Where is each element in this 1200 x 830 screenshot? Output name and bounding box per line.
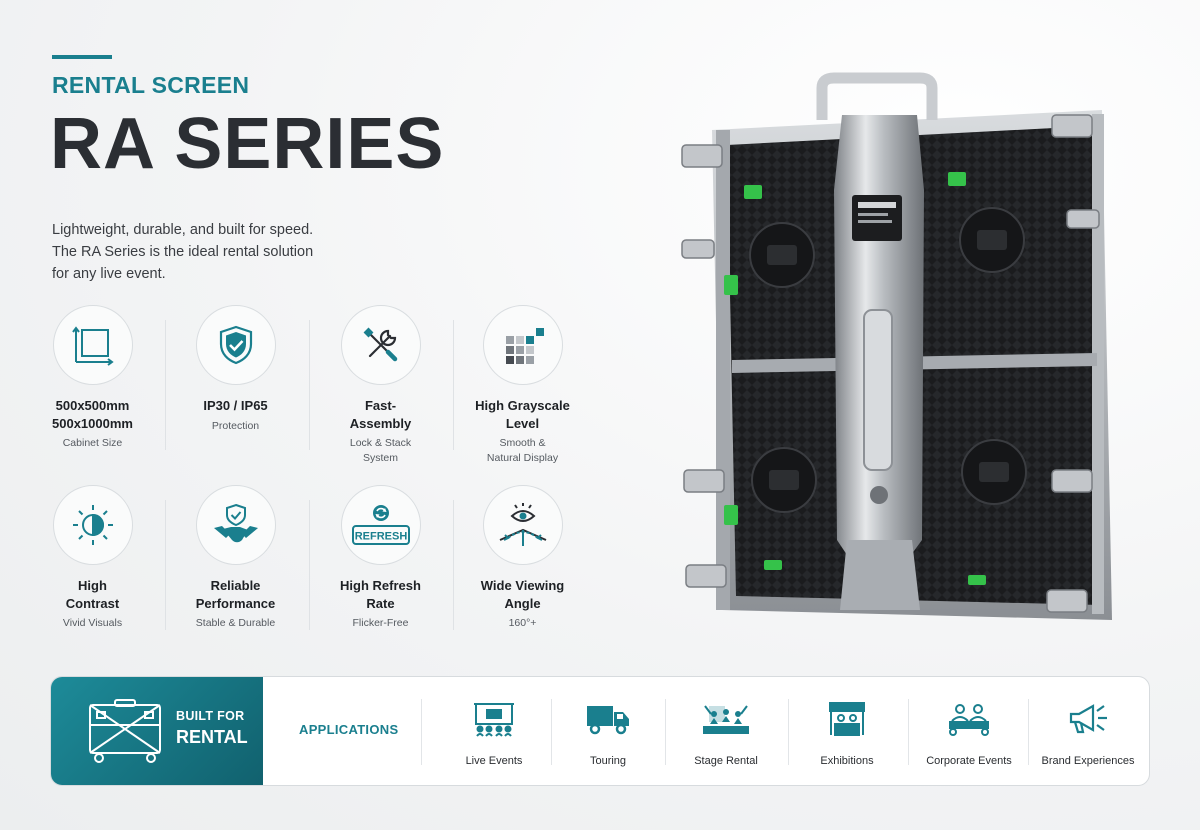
divider xyxy=(309,500,310,630)
divider xyxy=(551,699,552,765)
app-label: Touring xyxy=(589,755,627,767)
meeting-icon xyxy=(913,699,1025,739)
divider xyxy=(165,320,166,450)
page-title: RA SERIES xyxy=(50,104,445,184)
intro-line: for any live event. xyxy=(52,266,166,282)
flight-case-icon xyxy=(89,699,161,763)
app-stage-rental: Stage Rental xyxy=(671,699,781,767)
applications-bar: BUILT FOR RENTAL APPLICATIONS Live Event… xyxy=(50,676,1150,786)
feature-subtitle: Smooth & xyxy=(499,437,546,449)
cabinet-size-icon xyxy=(52,305,133,385)
feature-title: Assembly xyxy=(349,415,412,431)
shield-check-icon xyxy=(195,305,276,385)
viewing-angle-icon xyxy=(482,485,563,565)
tools-icon xyxy=(340,305,421,385)
divider xyxy=(1028,699,1029,765)
feature-title: Level xyxy=(505,415,540,431)
app-label: Corporate Events xyxy=(926,755,1012,767)
divider xyxy=(665,699,666,765)
eyebrow-title: RENTAL SCREEN xyxy=(52,72,250,98)
feature-title: High Grayscale xyxy=(475,398,570,413)
accent-line xyxy=(52,55,112,59)
applications-label: APPLICATIONS xyxy=(299,722,399,737)
stage-icon xyxy=(671,699,781,739)
app-label: Exhibitions xyxy=(820,755,874,767)
app-label: Stage Rental xyxy=(694,755,758,767)
feature-title: IP30 / IP65 xyxy=(203,398,268,413)
refresh-icon: REFRESH xyxy=(340,485,421,565)
feature-subtitle: Flicker-Free xyxy=(352,617,409,629)
rental-label: RENTAL xyxy=(176,727,248,747)
feature-title: High xyxy=(78,578,107,593)
feature-title: 500x500mm xyxy=(55,398,130,413)
feature-title: Wide Viewing xyxy=(480,578,565,593)
built-for-rental-panel: BUILT FOR RENTAL xyxy=(51,677,263,785)
refresh-badge-text: REFRESH xyxy=(354,531,407,543)
intro-text: Lightweight, durable, and built for spee… xyxy=(52,219,352,285)
feature-title: Rate xyxy=(366,595,395,611)
app-corporate-events: Corporate Events xyxy=(913,699,1025,767)
feature-title: Fast- xyxy=(364,398,397,413)
feature-subtitle: Protection xyxy=(211,419,260,432)
feature-subtitle: Natural Display xyxy=(486,452,559,464)
feature-title: Performance xyxy=(195,595,276,611)
divider xyxy=(453,500,454,630)
intro-line: The RA Series is the ideal rental soluti… xyxy=(52,244,314,260)
divider xyxy=(453,320,454,450)
feature-cabinet-size: 500x500mm 500x1000mm Cabinet Size xyxy=(20,305,165,451)
divider xyxy=(908,699,909,765)
contrast-icon xyxy=(52,485,133,565)
truck-icon xyxy=(558,699,658,739)
built-for-label: BUILT FOR xyxy=(176,709,245,723)
app-brand-experiences: Brand Experiences xyxy=(1033,699,1143,767)
app-label: Live Events xyxy=(465,755,523,767)
divider xyxy=(165,500,166,630)
feature-subtitle: Cabinet Size xyxy=(62,437,123,449)
feature-subtitle: Stable & Durable xyxy=(195,617,276,629)
intro-line: Lightweight, durable, and built for spee… xyxy=(52,222,314,238)
feature-subtitle: 160°+ xyxy=(508,617,537,629)
handshake-icon xyxy=(195,485,276,565)
feature-title: Reliable xyxy=(210,578,261,593)
feature-protection: IP30 / IP65 Protection xyxy=(163,305,308,434)
exhibition-booth-icon xyxy=(797,699,897,739)
divider xyxy=(788,699,789,765)
app-exhibitions: Exhibitions xyxy=(797,699,897,767)
divider xyxy=(421,699,422,765)
feature-subtitle: Vivid Visuals xyxy=(62,617,123,629)
feature-subtitle: Lock & Stack xyxy=(349,437,412,449)
feature-title: Angle xyxy=(504,595,541,611)
feature-title: 500x1000mm xyxy=(52,415,133,431)
feature-subtitle: System xyxy=(362,452,398,464)
app-live-events: Live Events xyxy=(444,699,544,767)
live-events-icon xyxy=(444,699,544,739)
feature-title: Contrast xyxy=(65,595,120,611)
divider xyxy=(309,320,310,450)
led-cabinet-image xyxy=(672,70,1122,640)
app-label: Brand Experiences xyxy=(1041,755,1135,767)
app-touring: Touring xyxy=(558,699,658,767)
feature-title: High Refresh xyxy=(340,578,421,593)
grayscale-icon xyxy=(482,305,563,385)
megaphone-icon xyxy=(1033,699,1143,739)
